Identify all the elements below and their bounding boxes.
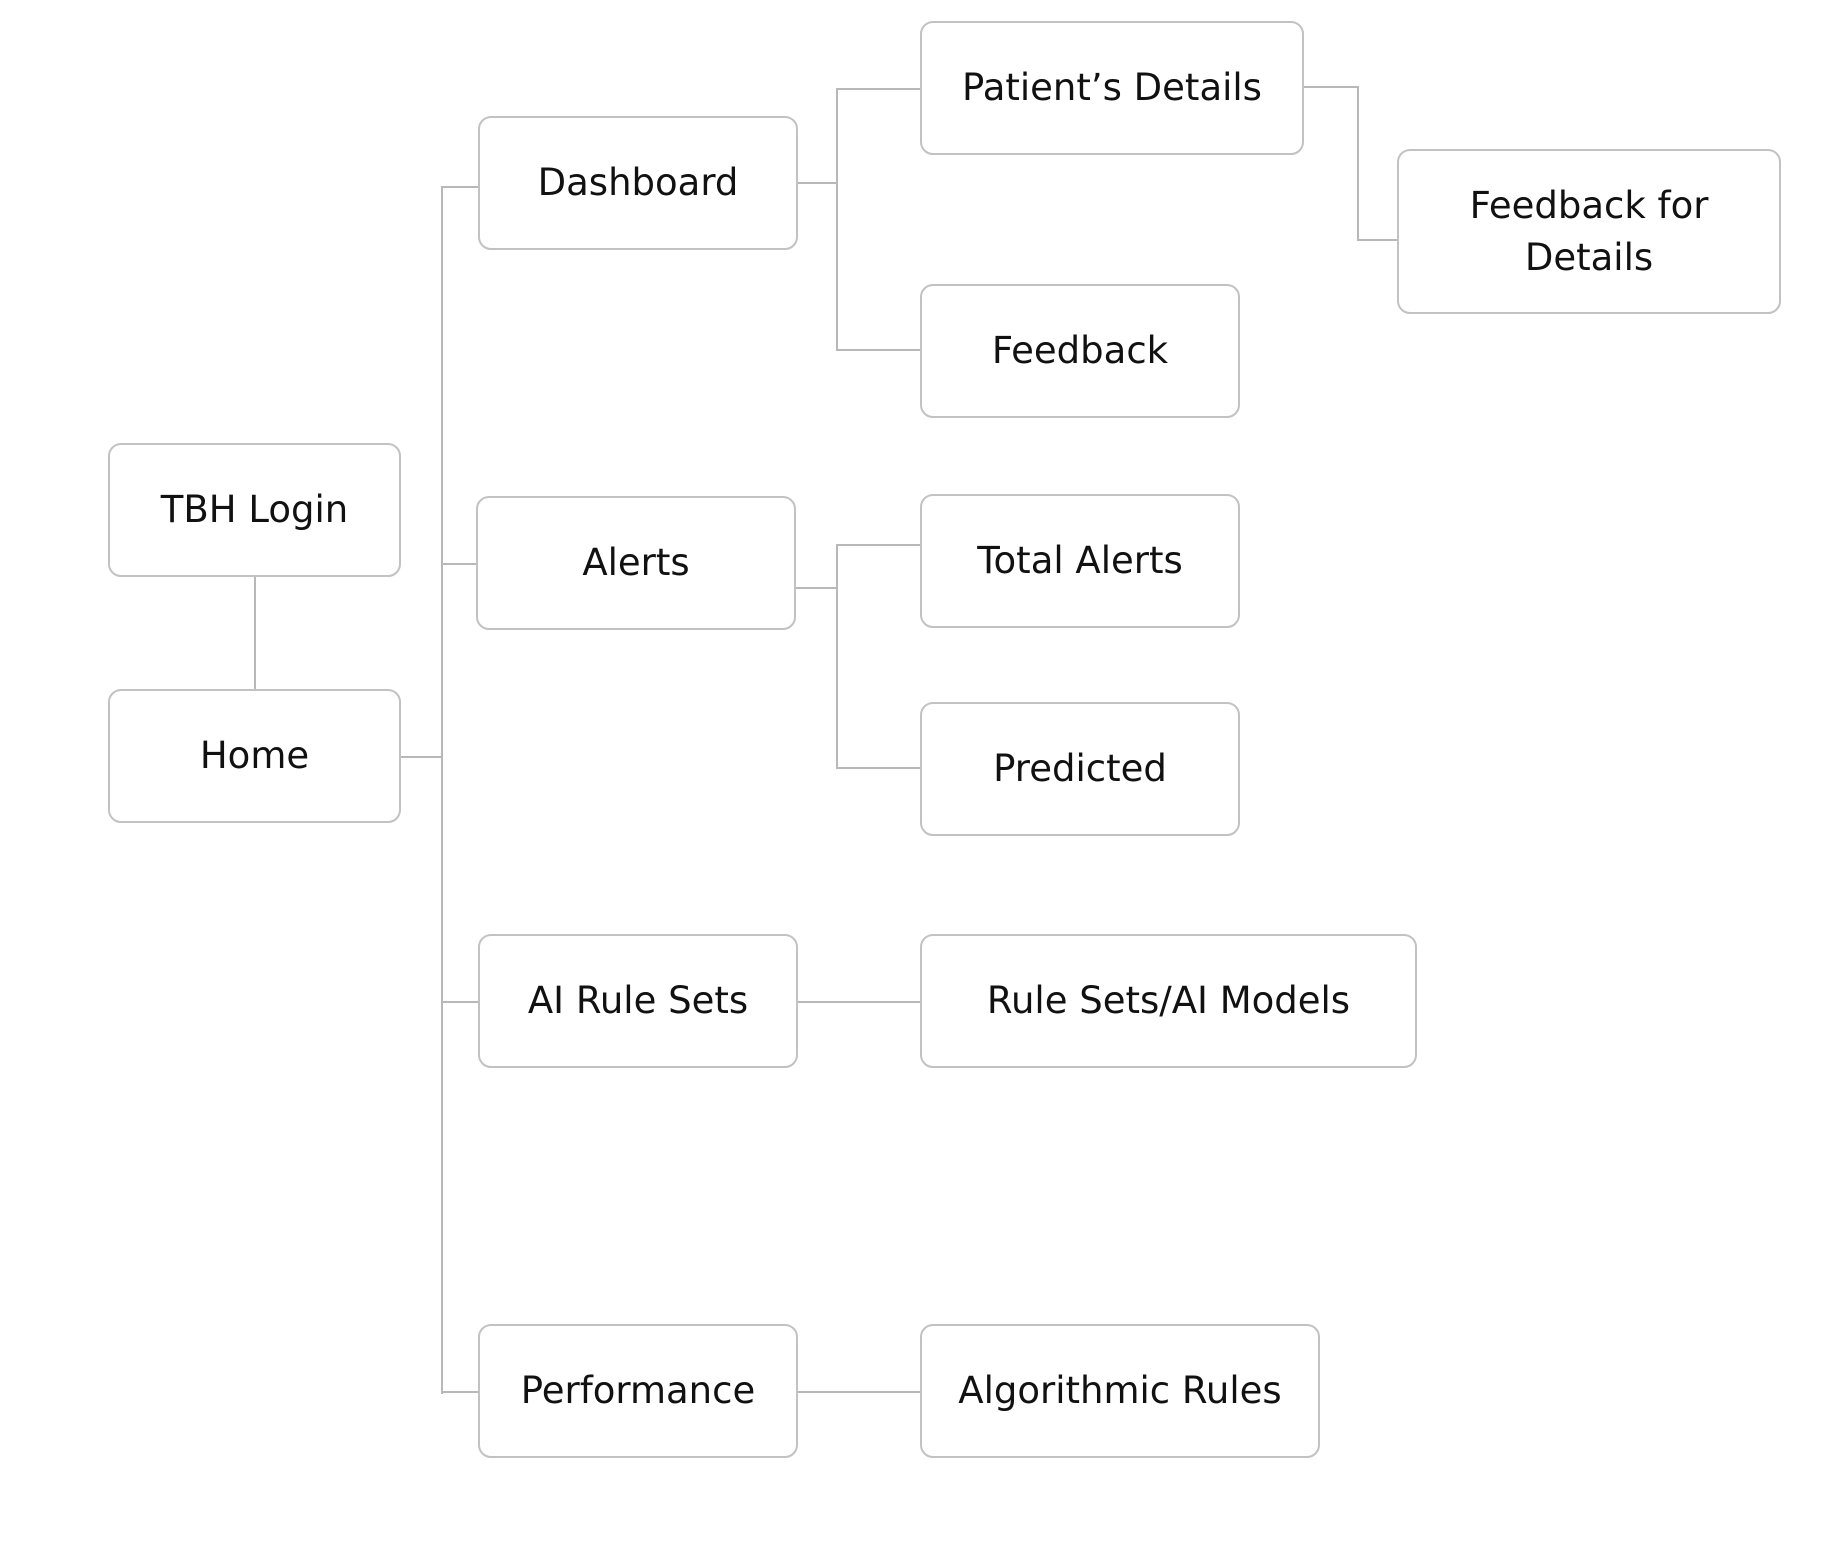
connector-alerts-stub bbox=[795, 587, 838, 589]
connector-trunk bbox=[441, 186, 443, 1394]
connector-alerts-predicted bbox=[836, 767, 922, 769]
node-alerts: Alerts bbox=[476, 496, 796, 630]
node-dashboard: Dashboard bbox=[478, 116, 798, 250]
node-algorithmic-rules: Algorithmic Rules bbox=[920, 1324, 1320, 1458]
connector-dashboard-vertical bbox=[836, 88, 838, 351]
node-rule-sets-ai-models: Rule Sets/AI Models bbox=[920, 934, 1417, 1068]
node-predicted: Predicted bbox=[920, 702, 1240, 836]
node-patients-details: Patient’s Details bbox=[920, 21, 1304, 155]
node-performance: Performance bbox=[478, 1324, 798, 1458]
connector-ai-rule-sets-models bbox=[797, 1001, 922, 1003]
connector-patients-vertical bbox=[1357, 86, 1359, 241]
node-total-alerts: Total Alerts bbox=[920, 494, 1240, 628]
connector-dashboard-patients bbox=[836, 88, 922, 90]
node-feedback-for-details: Feedback for Details bbox=[1397, 149, 1781, 314]
connector-dashboard-stub bbox=[797, 182, 838, 184]
connector-login-home bbox=[254, 577, 256, 691]
node-ai-rule-sets: AI Rule Sets bbox=[478, 934, 798, 1068]
connector-home-trunk bbox=[400, 756, 443, 758]
connector-alerts-total bbox=[836, 544, 922, 546]
node-feedback: Feedback bbox=[920, 284, 1240, 418]
node-home: Home bbox=[108, 689, 401, 823]
node-tbh-login: TBH Login bbox=[108, 443, 401, 577]
connector-trunk-alerts bbox=[441, 563, 478, 565]
connector-alerts-vertical bbox=[836, 544, 838, 769]
connector-performance-algorithmic bbox=[797, 1391, 922, 1393]
connector-trunk-performance bbox=[441, 1391, 480, 1393]
connector-patients-stub bbox=[1303, 86, 1359, 88]
connector-patients-feedback-details bbox=[1357, 239, 1399, 241]
connector-trunk-dashboard bbox=[441, 186, 480, 188]
connector-trunk-ai-rule-sets bbox=[441, 1001, 480, 1003]
connector-dashboard-feedback bbox=[836, 349, 922, 351]
